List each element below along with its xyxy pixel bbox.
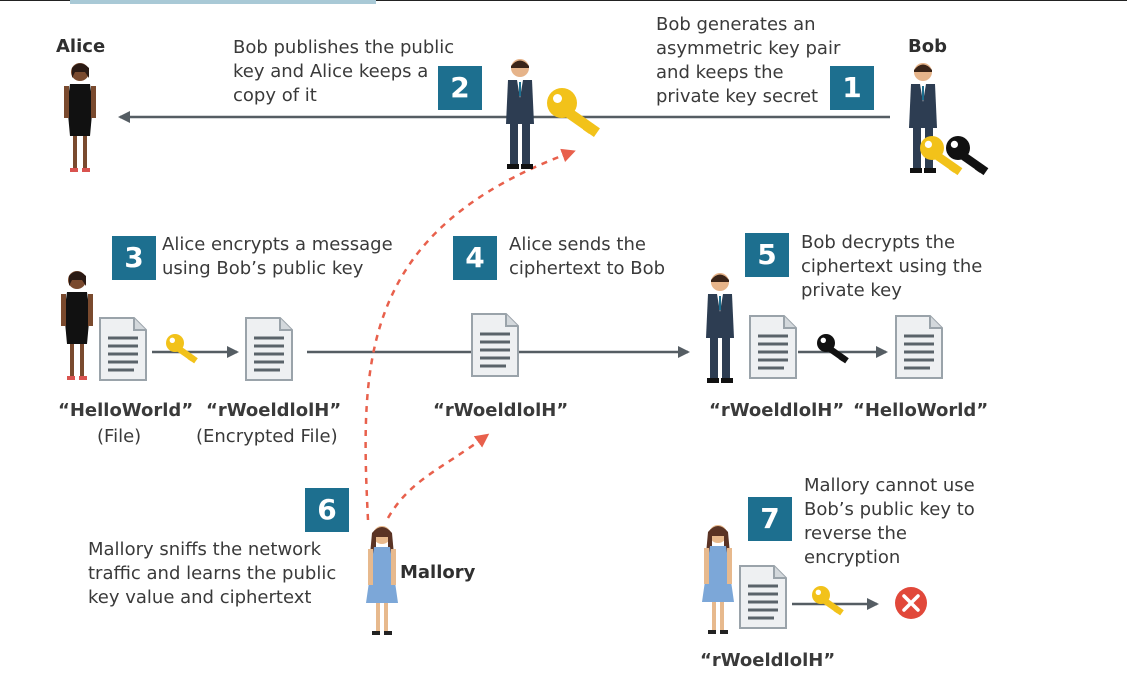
mallory-name: Mallory [400, 562, 476, 583]
transit-file-label: “rWoeldlolH” [433, 400, 569, 421]
step-5-badge: 5 [745, 233, 789, 277]
encrypted-file-sub: (Encrypted File) [196, 426, 338, 447]
encrypted-file-label: “rWoeldlolH” [206, 400, 342, 421]
step-4-text: Alice sends the ciphertext to Bob [509, 234, 666, 279]
bob-figure-publish [506, 59, 534, 169]
document-icon [98, 316, 148, 382]
step-6-text: Mallory sniffs the network traffic and l… [88, 539, 337, 608]
mallory-figure [366, 526, 398, 635]
document-icon [738, 564, 788, 630]
step-2-badge: 2 [438, 66, 482, 110]
top-accent-bar [70, 0, 376, 4]
key-black-icon [817, 334, 849, 364]
key-gold-icon [547, 88, 600, 137]
key-gold-icon [812, 586, 844, 616]
bob-plain-label: “HelloWorld” [853, 400, 989, 421]
mallory-cipher-label: “rWoeldlolH” [700, 650, 836, 671]
x-circle-icon [895, 587, 927, 619]
document-icon [748, 314, 798, 380]
key-gold-icon [166, 334, 198, 364]
document-icon [244, 316, 294, 382]
sniff-key-path [364, 148, 576, 521]
step-4-badge: 4 [453, 236, 497, 280]
step-7-text: Mallory cannot use Bob’s public key to r… [804, 475, 975, 568]
top-border [0, 0, 1127, 1]
plain-file-label: “HelloWorld” [58, 400, 194, 421]
step-6-badge: 6 [305, 488, 349, 532]
alice-figure-mid [61, 271, 93, 380]
bob-figure-decrypt [706, 273, 734, 383]
plain-file-sub: (File) [97, 426, 142, 447]
mallory-figure-fail [702, 525, 734, 634]
step-5-text: Bob decrypts the ciphertext using the pr… [801, 232, 983, 301]
sniff-cipher-path [386, 433, 490, 519]
step-1-text: Bob generates an asymmetric key pair and… [656, 14, 841, 107]
step-1-badge: 1 [830, 66, 874, 110]
bob-cipher-label: “rWoeldlolH” [709, 400, 845, 421]
step-2-text: Bob publishes the public key and Alice k… [233, 37, 455, 106]
step-7-badge: 7 [748, 497, 792, 541]
document-icon [894, 314, 944, 380]
step-3-text: Alice encrypts a message using Bob’s pub… [162, 234, 393, 279]
alice-name: Alice [56, 36, 106, 57]
document-icon [470, 312, 520, 378]
step-3-badge: 3 [112, 236, 156, 280]
bob-name: Bob [908, 36, 947, 57]
alice-figure-top [64, 63, 96, 172]
